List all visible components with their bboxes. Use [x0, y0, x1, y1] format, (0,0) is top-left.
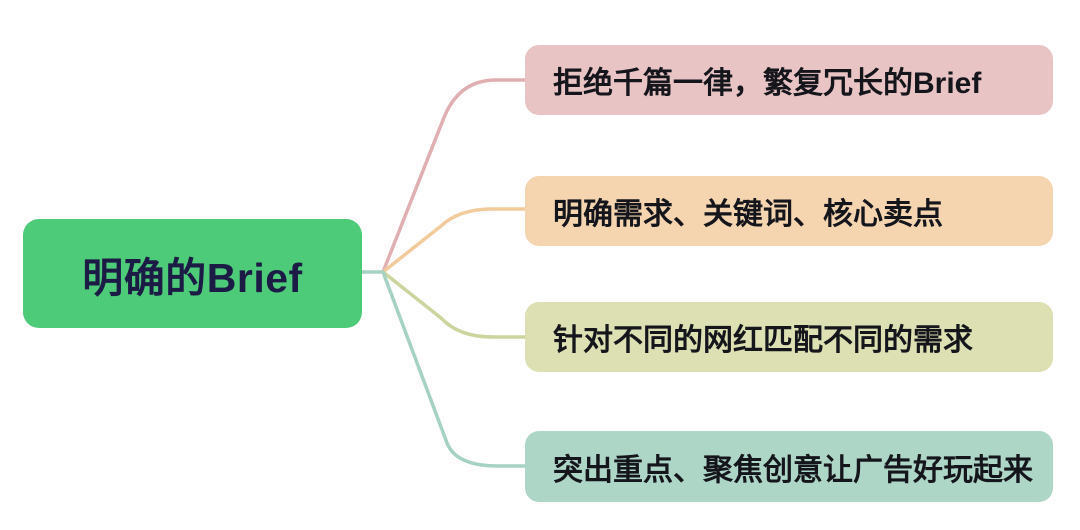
branch-node-1[interactable]: 拒绝千篇一律，繁复冗长的Brief — [525, 45, 1053, 115]
branch-node-4[interactable]: 突出重点、聚焦创意让广告好玩起来 — [525, 431, 1053, 502]
connector-branch-3 — [381, 270, 527, 339]
branch-node-3[interactable]: 针对不同的网红匹配不同的需求 — [525, 302, 1053, 372]
connector-branch-2 — [381, 207, 527, 274]
branch-node-2[interactable]: 明确需求、关键词、核心卖点 — [525, 176, 1053, 246]
connector-branch-4 — [381, 270, 527, 468]
connector-branch-1 — [381, 78, 527, 274]
root-node-brief[interactable]: 明确的Brief — [23, 219, 362, 328]
root-node-label: 明确的Brief — [82, 254, 303, 301]
branch-node-2-label: 明确需求、关键词、核心卖点 — [553, 198, 943, 231]
branch-node-4-label: 突出重点、聚焦创意让广告好玩起来 — [553, 453, 1033, 487]
branch-node-1-label: 拒绝千篇一律，繁复冗长的Brief — [553, 67, 982, 100]
branch-node-3-label: 针对不同的网红匹配不同的需求 — [553, 324, 973, 357]
